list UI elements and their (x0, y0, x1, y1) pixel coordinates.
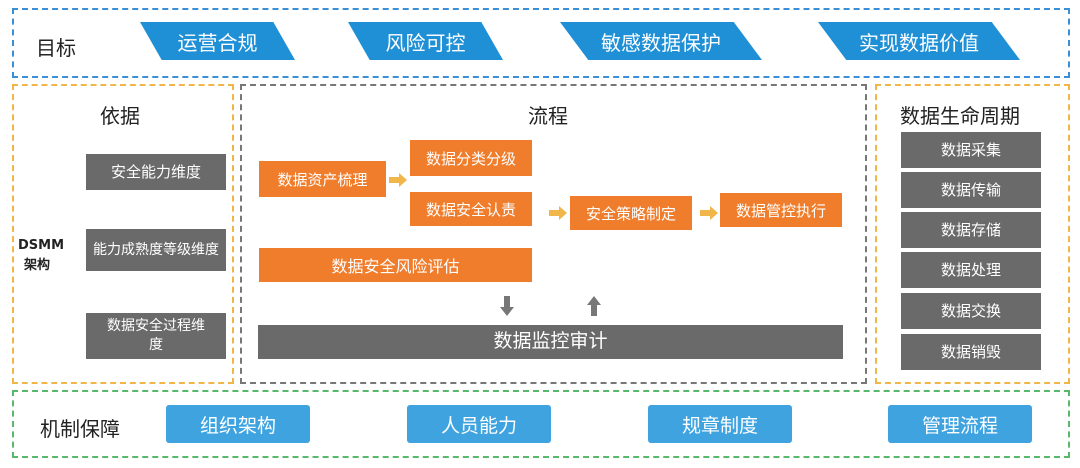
lifecycle-frame (875, 84, 1070, 384)
lifecycle-exchange: 数据交换 (901, 293, 1041, 329)
mechanism-personnel: 人员能力 (407, 405, 551, 443)
arrow-down-icon (500, 296, 514, 320)
dimension-maturity-level: 能力成熟度等级维度 (86, 229, 226, 271)
arrow-right-icon (700, 205, 718, 224)
goals-frame (12, 8, 1070, 78)
lifecycle-storage: 数据存储 (901, 212, 1041, 248)
lifecycle-collection: 数据采集 (901, 132, 1041, 168)
process-title: 流程 (528, 104, 568, 128)
mechanism-process: 管理流程 (888, 405, 1032, 443)
goals-label: 目标 (36, 36, 76, 60)
mechanism-organization: 组织架构 (166, 405, 310, 443)
step-policy: 安全策略制定 (570, 196, 692, 230)
mechanism-label: 机制保障 (40, 417, 120, 441)
step-responsibility: 数据安全认责 (410, 192, 532, 226)
step-monitoring-audit: 数据监控审计 (258, 325, 843, 359)
goal-sensitive-data: 敏感数据保护 (560, 22, 762, 60)
mechanism-frame (12, 390, 1070, 458)
goal-risk-control: 风险可控 (348, 22, 503, 60)
arrow-up-icon (587, 296, 601, 320)
arrow-right-icon (549, 205, 567, 224)
step-asset-sorting: 数据资产梳理 (259, 161, 386, 197)
process-frame (240, 84, 867, 384)
basis-title: 依据 (100, 104, 140, 128)
step-control: 数据管控执行 (720, 193, 842, 227)
lifecycle-transmission: 数据传输 (901, 172, 1041, 208)
dimension-security-process: 数据安全过程维度 (86, 313, 226, 359)
step-classification: 数据分类分级 (410, 140, 532, 176)
lifecycle-destruction: 数据销毁 (901, 334, 1041, 370)
dsmm-label: DSMM 架构 (18, 236, 64, 276)
dsmm-label-line2: 架构 (24, 258, 51, 273)
arrow-right-icon (389, 172, 407, 191)
step-risk-assessment: 数据安全风险评估 (259, 248, 532, 282)
lifecycle-processing: 数据处理 (901, 252, 1041, 288)
lifecycle-title: 数据生命周期 (900, 104, 1020, 128)
goal-compliance: 运营合规 (140, 22, 295, 60)
basis-frame (12, 84, 234, 384)
mechanism-regulations: 规章制度 (648, 405, 792, 443)
goal-data-value: 实现数据价值 (818, 22, 1020, 60)
dsmm-label-line1: DSMM (18, 238, 65, 253)
dimension-security-capability: 安全能力维度 (86, 154, 226, 190)
